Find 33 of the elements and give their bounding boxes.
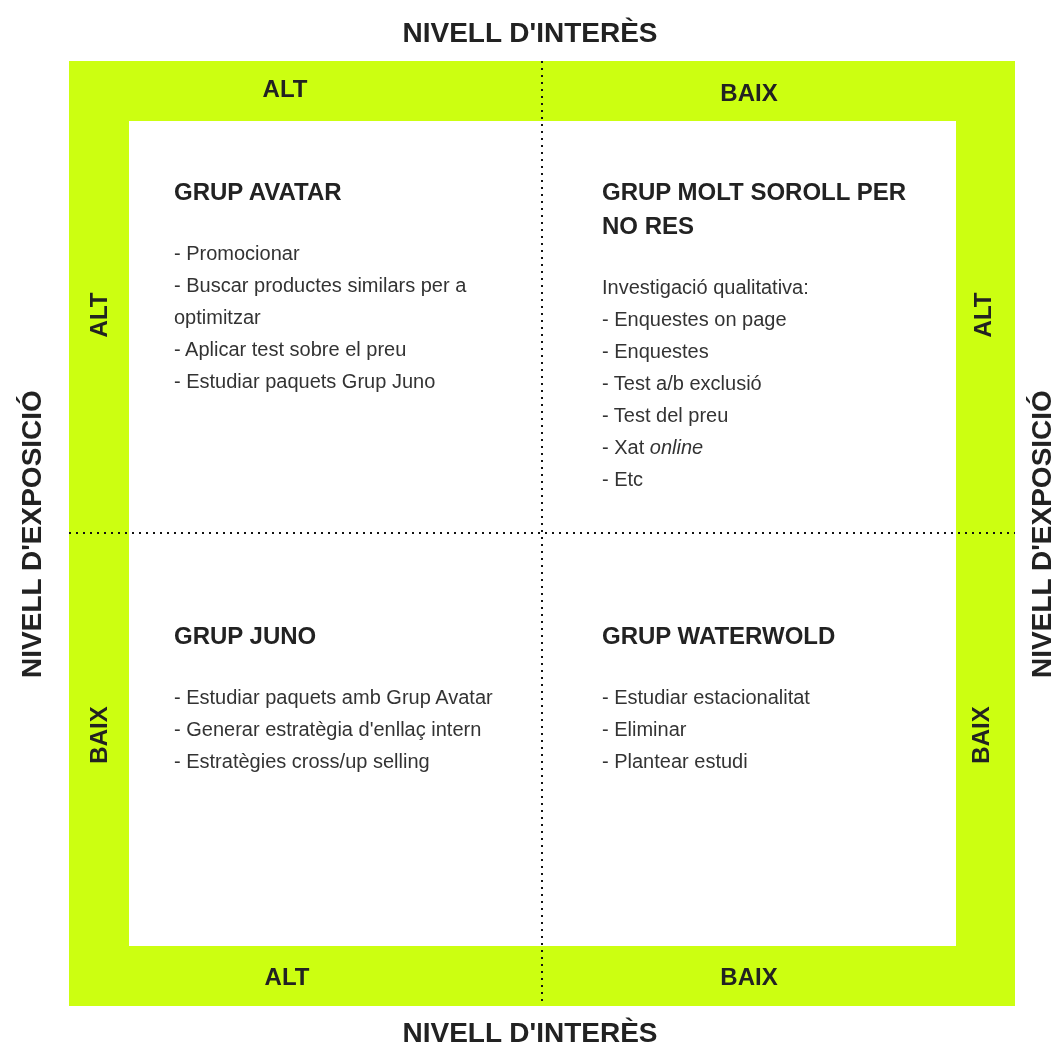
list-item: - Eliminar [602, 717, 688, 742]
list-item: - Aplicar test sobre el preu [174, 337, 408, 362]
axis-level-label: ALT [264, 963, 310, 991]
list-item: Investigació qualitativa: [602, 275, 810, 300]
list-item: - Plantear estudi [602, 749, 749, 774]
list-item: - Estratègies cross/up selling [174, 749, 431, 774]
axis-title: NIVELL D'INTERÈS [402, 1017, 658, 1048]
list-item: - Test del preu [602, 403, 730, 428]
axis-level-label: ALT [969, 292, 997, 338]
axis-title: NIVELL D'INTERÈS [402, 17, 658, 49]
quadrant-heading: GRUP MOLT SOROLL PER NO RES [602, 177, 908, 241]
list-item: - Promocionar [174, 241, 301, 266]
list-item: - Etc [602, 467, 645, 492]
list-item: - Test a/b exclusió [602, 371, 763, 396]
list-item: - Enquestes [602, 339, 710, 364]
axis-title: NIVELL D'EXPOSICIÓ [16, 390, 48, 678]
axis-level-label: ALT [85, 292, 113, 338]
axis-level-label: BAIX [85, 706, 113, 764]
axis-level-label: BAIX [720, 963, 778, 991]
list-item: - Xat online [602, 435, 705, 460]
list-item: - Estudiar paquets amb Grup Avatar [174, 685, 494, 710]
list-item: - Estudiar paquets Grup Juno [174, 369, 437, 394]
list-item: - Enquestes on page [602, 307, 788, 332]
axis-level-label: BAIX [967, 706, 995, 764]
axis-level-label: BAIX [720, 79, 778, 107]
quadrant-heading: GRUP JUNO [174, 621, 318, 651]
list-item: - Generar estratègia d'enllaç intern [174, 717, 483, 742]
quadrant-heading: GRUP AVATAR [174, 177, 343, 207]
list-item: - Buscar productes similars per a optimitzar [174, 273, 468, 330]
list-item: - Estudiar estacionalitat [602, 685, 811, 710]
axis-level-label: ALT [262, 75, 308, 103]
quadrant-heading: GRUP WATERWOLD [602, 621, 837, 651]
axis-title: NIVELL D'EXPOSICIÓ [1026, 390, 1055, 678]
